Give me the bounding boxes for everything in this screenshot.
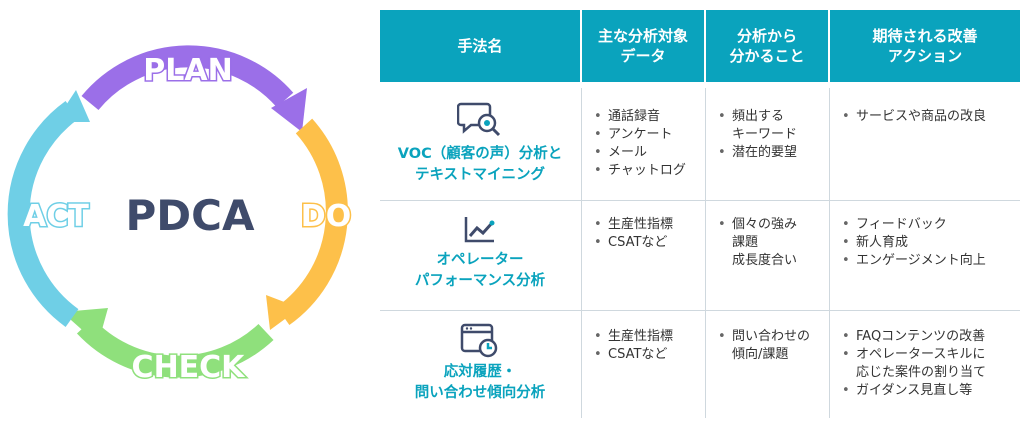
pdca-cycle-diagram: PLAN DO CHECK ACT PDCA (7, 45, 353, 387)
list-item: 頻出する キーワード (718, 108, 826, 144)
column-divider (829, 88, 830, 418)
list-item: 個々の強み 課題 成長度合い (718, 216, 826, 270)
do-label: DO (301, 199, 351, 234)
table-row-1-data: 通話録音 アンケート メール チャットログ (594, 108, 700, 180)
table-row-1-method: VOC（顧客の声）分析と テキストマイニング (380, 100, 580, 186)
act-arrow (7, 101, 79, 327)
pdca-center-label: PDCA (126, 191, 255, 240)
list-item: 問い合わせの 傾向/課題 (718, 328, 826, 364)
header-actions: 期待される改善 アクション (830, 10, 1020, 82)
list-item: サービスや商品の改良 (842, 108, 1018, 126)
list-item: 生産性指標 (594, 216, 700, 234)
list-item: CSATなど (594, 234, 700, 252)
table-row-3-method: 応対履歴・ 問い合わせ傾向分析 (380, 322, 580, 404)
table-row-2-actions: フィードバック 新人育成 エンゲージメント向上 (842, 216, 1018, 270)
line-chart-icon (464, 217, 495, 243)
analysis-methods-table: 手法名 主な分析対象 データ 分析から 分かること 期待される改善 アクション … (380, 10, 1020, 420)
list-item: フィードバック (842, 216, 1018, 234)
list-item: エンゲージメント向上 (842, 252, 1018, 270)
do-arrow (276, 118, 348, 325)
header-findings: 分析から 分かること (706, 10, 828, 82)
check-label: CHECK (132, 350, 247, 385)
table-row-2-method: オペレーター パフォーマンス分析 (380, 214, 580, 292)
plan-arrowhead (271, 88, 307, 132)
row-divider (380, 310, 1020, 311)
list-item: FAQコンテンツの改善 (842, 328, 1018, 346)
list-item: 潜在的要望 (718, 144, 826, 162)
header-data: 主な分析対象 データ (582, 10, 704, 82)
list-item: アンケート (594, 126, 700, 144)
table-row-1-findings: 頻出する キーワード 潜在的要望 (718, 108, 826, 162)
table-row-3-actions: FAQコンテンツの改善 オペレータースキルに 応じた案件の割り当て ガイダンス見… (842, 328, 1018, 400)
list-item: 通話録音 (594, 108, 700, 126)
table-row-2-data: 生産性指標 CSATなど (594, 216, 700, 252)
check-arrow (76, 318, 274, 378)
plan-label: PLAN (143, 53, 232, 88)
method-name: VOC（顧客の声）分析と テキストマイニング (397, 146, 563, 184)
list-item: メール (594, 144, 700, 162)
table-row-1-actions: サービスや商品の改良 (842, 108, 1018, 126)
act-label: ACT (23, 199, 89, 234)
check-arrowhead (62, 308, 108, 344)
list-item: CSATなど (594, 346, 700, 364)
method-name: オペレーター パフォーマンス分析 (414, 252, 546, 290)
list-item: ガイダンス見直し等 (842, 382, 1018, 400)
list-item: 生産性指標 (594, 328, 700, 346)
method-name: 応対履歴・ 問い合わせ傾向分析 (414, 364, 546, 402)
column-divider (581, 88, 582, 418)
act-arrowhead (55, 90, 90, 122)
row-divider (380, 200, 1020, 201)
table-row-2-findings: 個々の強み 課題 成長度合い (718, 216, 826, 270)
table-row-3-data: 生産性指標 CSATなど (594, 328, 700, 364)
do-arrowhead (266, 295, 300, 330)
history-window-icon (460, 323, 498, 358)
plan-arrow (81, 45, 294, 111)
header-method: 手法名 (380, 10, 580, 82)
list-item: チャットログ (594, 162, 700, 180)
column-divider (705, 88, 706, 418)
chat-search-icon (457, 102, 501, 137)
table-row-3-findings: 問い合わせの 傾向/課題 (718, 328, 826, 364)
list-item: オペレータースキルに 応じた案件の割り当て (842, 346, 1018, 382)
list-item: 新人育成 (842, 234, 1018, 252)
